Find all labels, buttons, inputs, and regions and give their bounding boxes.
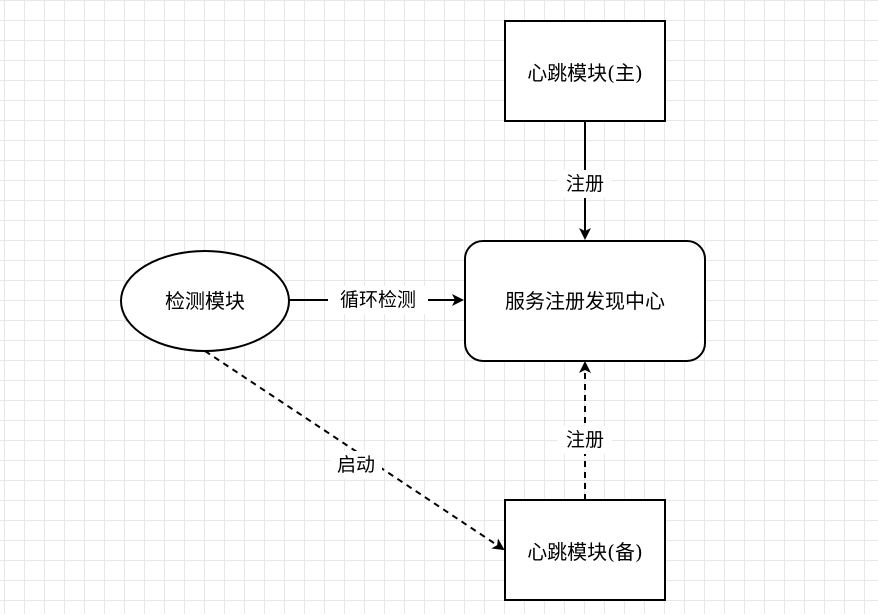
node-detector-label: 检测模块: [165, 289, 245, 313]
edge-label-backup-register: 注册: [566, 429, 604, 451]
edge-label-primary-register: 注册: [566, 173, 604, 195]
edge-label-bg-primary-register: [558, 170, 612, 198]
node-detector: 检测模块: [120, 250, 290, 352]
edge-label-start: 启动: [337, 454, 375, 476]
edge-label-bg-loop-check: [328, 286, 428, 314]
node-registry: 服务注册发现中心: [464, 240, 706, 362]
node-heartbeat-primary-label: 心跳模块(主): [527, 61, 643, 85]
edge-label-bg-backup-register: [558, 426, 612, 454]
edge-label-loop-check: 循环检测: [340, 289, 416, 311]
node-heartbeat-primary-box: [504, 20, 666, 122]
node-registry-label: 服务注册发现中心: [505, 289, 665, 313]
node-heartbeat-backup: 心跳模块(备): [504, 499, 666, 601]
edge-detector-to-backup: [204, 350, 505, 551]
node-registry-box: [464, 240, 706, 362]
node-heartbeat-primary: 心跳模块(主): [504, 20, 666, 122]
node-heartbeat-backup-label: 心跳模块(备): [527, 540, 643, 564]
node-detector-ellipse: [120, 250, 290, 352]
edge-label-bg-start: [330, 451, 382, 479]
node-heartbeat-backup-box: [504, 499, 666, 601]
